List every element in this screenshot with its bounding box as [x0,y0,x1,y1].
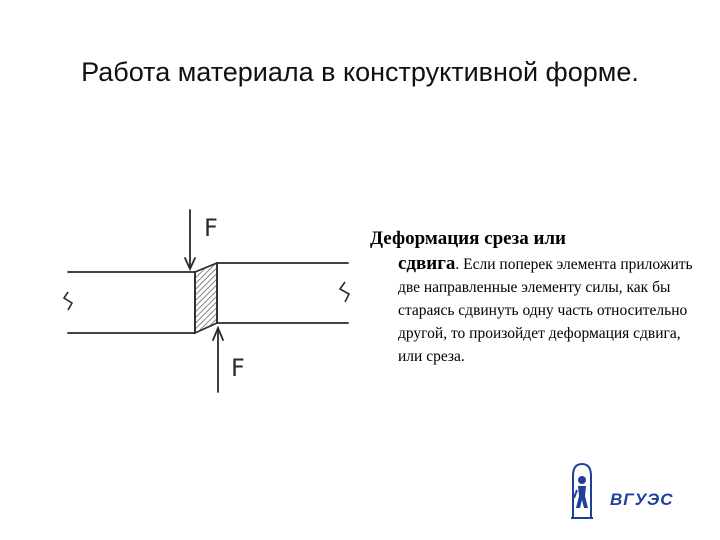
slide-title: Работа материала в конструктивной форме. [81,57,639,88]
definition-body: сдвига. Если поперек элемента приложить … [370,252,700,368]
break-mark-right [338,281,351,303]
shear-zone [194,261,218,335]
definition-body-text: . Если поперек элемента приложить две на… [398,256,693,365]
force-arrow-bottom [212,325,224,393]
break-mark-left [62,291,74,311]
definition-lead: Деформация среза или [370,228,567,249]
logo-emblem-icon [571,462,593,519]
definition-text: Деформация среза или сдвига. Если попере… [370,226,700,368]
beam-left [67,271,196,334]
force-label-top: F [204,214,218,242]
force-arrow-top [184,209,196,272]
logo-text: ВГУЭС [610,490,674,509]
university-logo [571,462,593,519]
definition-term: сдвига [398,253,456,274]
force-label-bottom: F [231,354,245,382]
beam-right [216,262,349,324]
shear-deformation-sketch: F F [62,209,351,393]
